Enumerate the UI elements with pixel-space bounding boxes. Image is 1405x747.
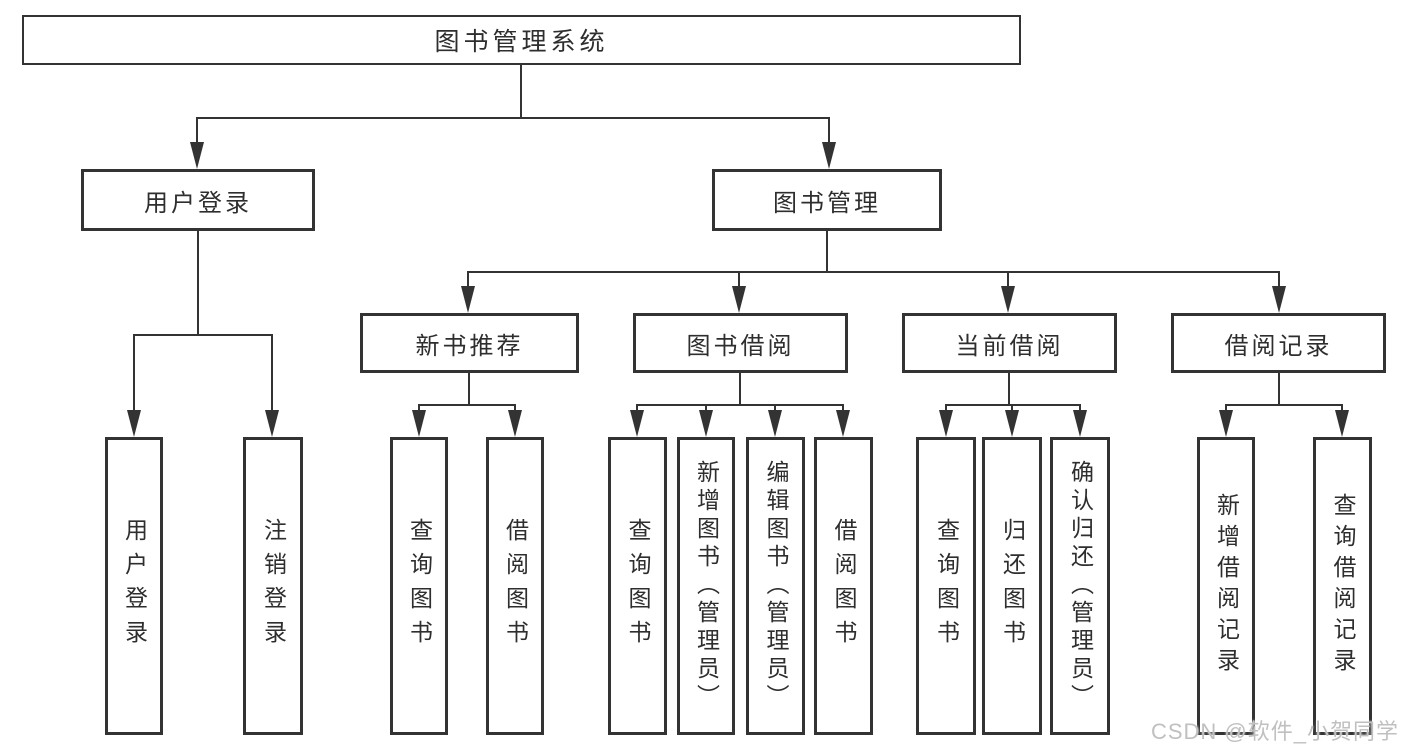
leaf-query-books-recommend: 查询图书 bbox=[390, 437, 448, 735]
leaf-label: 新增借阅记录 bbox=[1213, 493, 1240, 679]
arrow-down-icon bbox=[630, 410, 644, 437]
leaf-label: 编辑图书（管理员） bbox=[763, 460, 789, 712]
arrow-down-icon bbox=[127, 410, 141, 437]
leaf-confirm-return-admin: 确认归还（管理员） bbox=[1050, 437, 1110, 735]
arrow-down-icon bbox=[190, 142, 204, 169]
connector-line bbox=[636, 404, 844, 406]
leaf-label: 新增图书（管理员） bbox=[693, 460, 720, 712]
leaf-label: 注销登录 bbox=[260, 518, 287, 654]
leaf-label: 借阅图书 bbox=[502, 518, 529, 654]
connector-line bbox=[828, 117, 830, 145]
connector-line bbox=[467, 271, 469, 287]
arrow-down-icon bbox=[508, 410, 522, 437]
node-borrowing-records: 借阅记录 bbox=[1171, 313, 1386, 373]
node-new-book-recommendation: 新书推荐 bbox=[360, 313, 579, 373]
leaf-label: 查询图书 bbox=[625, 518, 651, 654]
connector-line bbox=[197, 231, 199, 335]
node-current-borrowing: 当前借阅 bbox=[902, 313, 1117, 373]
leaf-label: 查询借阅记录 bbox=[1330, 493, 1356, 679]
leaf-query-borrow-record: 查询借阅记录 bbox=[1313, 437, 1372, 735]
connector-line bbox=[945, 404, 947, 413]
connector-line bbox=[842, 404, 844, 413]
connector-line bbox=[636, 404, 638, 413]
arrow-down-icon bbox=[265, 410, 279, 437]
connector-line bbox=[1007, 271, 1009, 287]
connector-line bbox=[467, 271, 1280, 273]
leaf-label: 查询图书 bbox=[406, 518, 433, 654]
arrow-down-icon bbox=[1335, 410, 1349, 437]
connector-line bbox=[133, 334, 135, 412]
leaf-user-login: 用户登录 bbox=[105, 437, 163, 735]
leaf-label: 借阅图书 bbox=[831, 518, 857, 654]
leaf-edit-books-admin: 编辑图书（管理员） bbox=[746, 437, 805, 735]
leaf-label: 用户登录 bbox=[121, 518, 148, 654]
leaf-return-books: 归还图书 bbox=[982, 437, 1042, 735]
arrow-down-icon bbox=[768, 410, 782, 437]
arrow-down-icon bbox=[1272, 286, 1286, 313]
node-library-management-system: 图书管理系统 bbox=[22, 15, 1021, 65]
leaf-add-borrow-record: 新增借阅记录 bbox=[1197, 437, 1255, 735]
connector-line bbox=[1341, 404, 1343, 413]
connector-line bbox=[738, 271, 740, 287]
node-book-management: 图书管理 bbox=[712, 169, 942, 231]
connector-line bbox=[520, 65, 522, 118]
arrow-down-icon bbox=[822, 142, 836, 169]
connector-line bbox=[1008, 373, 1010, 406]
connector-line bbox=[196, 117, 198, 145]
arrow-down-icon bbox=[836, 410, 850, 437]
leaf-label: 查询图书 bbox=[933, 518, 960, 654]
node-user-login: 用户登录 bbox=[81, 169, 315, 231]
connector-line bbox=[196, 117, 830, 119]
connector-line bbox=[133, 334, 273, 336]
leaf-label: 归还图书 bbox=[999, 518, 1026, 654]
connector-line bbox=[1225, 404, 1227, 413]
connector-line bbox=[271, 334, 273, 412]
connector-line bbox=[774, 404, 776, 413]
arrow-down-icon bbox=[1073, 410, 1087, 437]
connector-line bbox=[1278, 271, 1280, 287]
connector-line bbox=[468, 373, 470, 406]
connector-line bbox=[1225, 404, 1343, 406]
leaf-add-books-admin: 新增图书（管理员） bbox=[677, 437, 735, 735]
arrow-down-icon bbox=[732, 286, 746, 313]
arrow-down-icon bbox=[1219, 410, 1233, 437]
leaf-label: 确认归还（管理员） bbox=[1067, 460, 1094, 712]
connector-line bbox=[826, 231, 828, 273]
arrow-down-icon bbox=[699, 410, 713, 437]
connector-line bbox=[1079, 404, 1081, 413]
arrow-down-icon bbox=[1005, 410, 1019, 437]
connector-line bbox=[418, 404, 516, 406]
node-book-borrowing: 图书借阅 bbox=[633, 313, 848, 373]
arrow-down-icon bbox=[939, 410, 953, 437]
arrow-down-icon bbox=[1001, 286, 1015, 313]
connector-line bbox=[739, 373, 741, 406]
connector-line bbox=[945, 404, 1081, 406]
leaf-query-books-borrowing: 查询图书 bbox=[608, 437, 667, 735]
csdn-watermark: CSDN @软件_小贺同学 bbox=[1150, 719, 1399, 744]
connector-line bbox=[514, 404, 516, 413]
arrow-down-icon bbox=[461, 286, 475, 313]
leaf-logout: 注销登录 bbox=[243, 437, 303, 735]
leaf-borrow-books-recommend: 借阅图书 bbox=[486, 437, 544, 735]
connector-line bbox=[1278, 373, 1280, 406]
leaf-query-books-current: 查询图书 bbox=[916, 437, 976, 735]
arrow-down-icon bbox=[412, 410, 426, 437]
connector-line bbox=[705, 404, 707, 413]
connector-line bbox=[1011, 404, 1013, 413]
connector-line bbox=[418, 404, 420, 413]
leaf-borrow-books: 借阅图书 bbox=[814, 437, 873, 735]
